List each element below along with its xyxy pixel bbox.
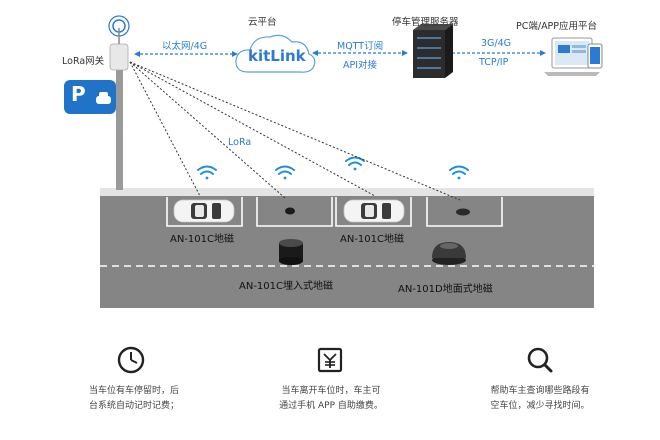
search-icon: [527, 347, 553, 373]
parking-slots: [166, 197, 503, 227]
feature-line: 空车位，减少寻找时间。: [490, 401, 590, 411]
sensor-dot: [456, 208, 470, 216]
clock-icon: [117, 346, 145, 374]
top-links: [140, 52, 540, 55]
link-4g-label: 3G/4G: [481, 38, 512, 49]
lora-links: [129, 61, 461, 201]
feature-caption-billing: 当车位有车停留时，后 台系统自动记时记费；: [64, 384, 204, 414]
feature-line: 帮助车主查询哪些路段有: [490, 386, 590, 396]
cloud-brand: kitLink: [248, 47, 306, 65]
car-icon: [343, 199, 405, 223]
sensor3-label: AN-101C埋入式地磁: [239, 281, 333, 292]
parking-sign-icon: [64, 80, 116, 114]
sensor-dot: [285, 207, 295, 215]
feature-line: 当车位有车停留时，后: [88, 386, 179, 396]
sensor1-label: AN-101C地磁: [170, 234, 234, 245]
pc-label: PC端/APP应用平台: [516, 21, 598, 32]
server-label: 停车管理服务器: [392, 17, 459, 28]
cloud-icon: [235, 34, 316, 73]
parking-sign-letter: P: [71, 82, 86, 106]
feature-line: 通过手机 APP 自助缴费。: [279, 401, 383, 411]
embedded-sensor-icon: [279, 239, 303, 265]
pc-icon: [544, 37, 603, 76]
car-icon: [173, 199, 235, 223]
feature-line: 台系统自动记时记费；: [88, 401, 179, 411]
feature-caption-search: 帮助车主查询哪些路段有 空车位，减少寻找时间。: [470, 384, 610, 414]
sensor4-label: AN-101D地面式地磁: [398, 284, 493, 295]
cloud-label: 云平台: [248, 17, 277, 28]
wifi-icons: [197, 156, 469, 180]
gateway-icon: [108, 15, 130, 71]
link-mqtt-label: MQTT订阅: [337, 41, 384, 52]
link-api-label: API对接: [343, 60, 378, 71]
feature-line: 当车离开车位时，车主可: [281, 386, 381, 396]
sensor2-label: AN-101C地磁: [340, 234, 404, 245]
gateway-pole: [116, 66, 123, 190]
surface-sensor-icon: [432, 242, 466, 265]
lora-label: LoRa: [228, 137, 252, 148]
link-ethernet-label: 以太网/4G: [162, 41, 208, 52]
server-icon: [413, 24, 453, 78]
link-tcp-label: TCP/IP: [479, 57, 509, 68]
curb: [100, 188, 594, 197]
gateway-label: LoRa网关: [62, 56, 105, 67]
feature-caption-payment: 当车离开车位时，车主可 通过手机 APP 自助缴费。: [262, 384, 400, 414]
yen-receipt-icon: [317, 347, 343, 373]
